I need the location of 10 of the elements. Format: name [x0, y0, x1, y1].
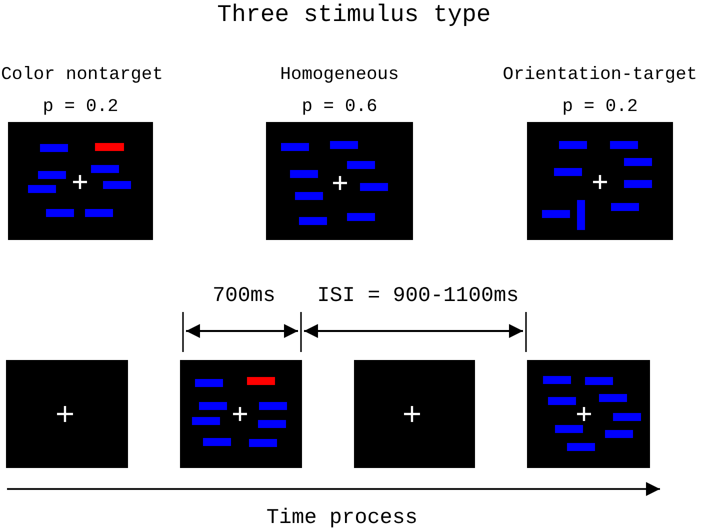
stimulus-label: Color nontarget [1, 66, 164, 84]
figure-title: Three stimulus type [217, 4, 491, 28]
stimulus-label: Orientation-target [502, 66, 698, 84]
probability-label: p = 0.6 [302, 98, 378, 116]
axis-label: Time process [266, 508, 418, 529]
duration-label: 700ms [212, 286, 276, 307]
stimulus-label: Homogeneous [280, 66, 399, 84]
duration-label: ISI = 900-1100ms [317, 286, 519, 307]
probability-label: p = 0.2 [562, 98, 638, 116]
probability-label: p = 0.2 [42, 98, 118, 116]
